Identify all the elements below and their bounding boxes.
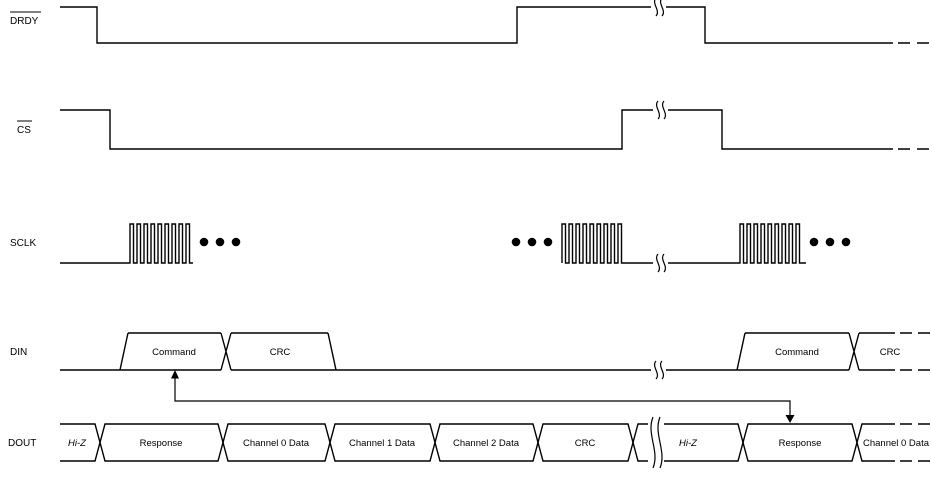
din-command2-label: Command [775, 347, 819, 358]
break-mark-drdy [651, 0, 666, 18]
dout-rail-a [60, 423, 895, 462]
signal-label-cs: CS [17, 125, 31, 136]
signal-row-cs: CS [17, 99, 929, 150]
sclk-ellipsis-dots-1 [199, 237, 241, 247]
break-mark-dout [648, 416, 664, 470]
signal-label-din: DIN [10, 347, 27, 358]
break-mark-sclk [653, 252, 668, 274]
sclk-burst-2-3 [561, 223, 806, 264]
arrow-up-head-icon [171, 370, 179, 379]
dout-continuation-dashes [900, 423, 930, 462]
din-crc2-label: CRC [880, 347, 901, 358]
din-crc1-label: CRC [270, 347, 291, 358]
signal-row-drdy: DRDY [10, 0, 929, 44]
signal-label-drdy: DRDY [10, 16, 39, 27]
signal-label-sclk: SCLK [10, 238, 36, 249]
signal-row-sclk: SCLK [10, 223, 851, 274]
command-response-arrow [171, 370, 795, 423]
cs-waveform [60, 109, 893, 150]
arrow-connector-line [174, 378, 791, 415]
dout-channel0-1-label: Channel 0 Data [243, 438, 310, 449]
sclk-burst-1 [60, 223, 193, 264]
dout-hiz1-label: Hi-Z [68, 438, 87, 449]
arrow-down-head-icon [785, 415, 795, 423]
drdy-waveform [60, 6, 893, 44]
din-waveform [60, 332, 895, 371]
dout-channel2-label: Channel 2 Data [453, 438, 520, 449]
dout-channel1-label: Channel 1 Data [349, 438, 416, 449]
signal-label-dout: DOUT [8, 438, 36, 449]
din-command1-label: Command [152, 347, 196, 358]
break-mark-cs [653, 99, 668, 121]
signal-row-din: DIN Command CRC Command CRC [10, 332, 930, 381]
dout-crc-label: CRC [575, 438, 596, 449]
sclk-ellipsis-dots-3 [809, 237, 851, 247]
sclk-ellipsis-dots-2 [511, 237, 553, 247]
signal-row-dout: DOUT Hi-Z Response Channel 0 Data Channe… [8, 416, 930, 470]
dout-hiz2-label: Hi-Z [679, 438, 698, 449]
din-continuation-dashes [900, 332, 930, 371]
dout-channel0-2-label: Channel 0 Data [863, 438, 930, 449]
dout-rail-b [60, 423, 895, 462]
dout-response2-label: Response [779, 438, 822, 449]
dout-response1-label: Response [140, 438, 183, 449]
break-mark-din [651, 359, 666, 381]
